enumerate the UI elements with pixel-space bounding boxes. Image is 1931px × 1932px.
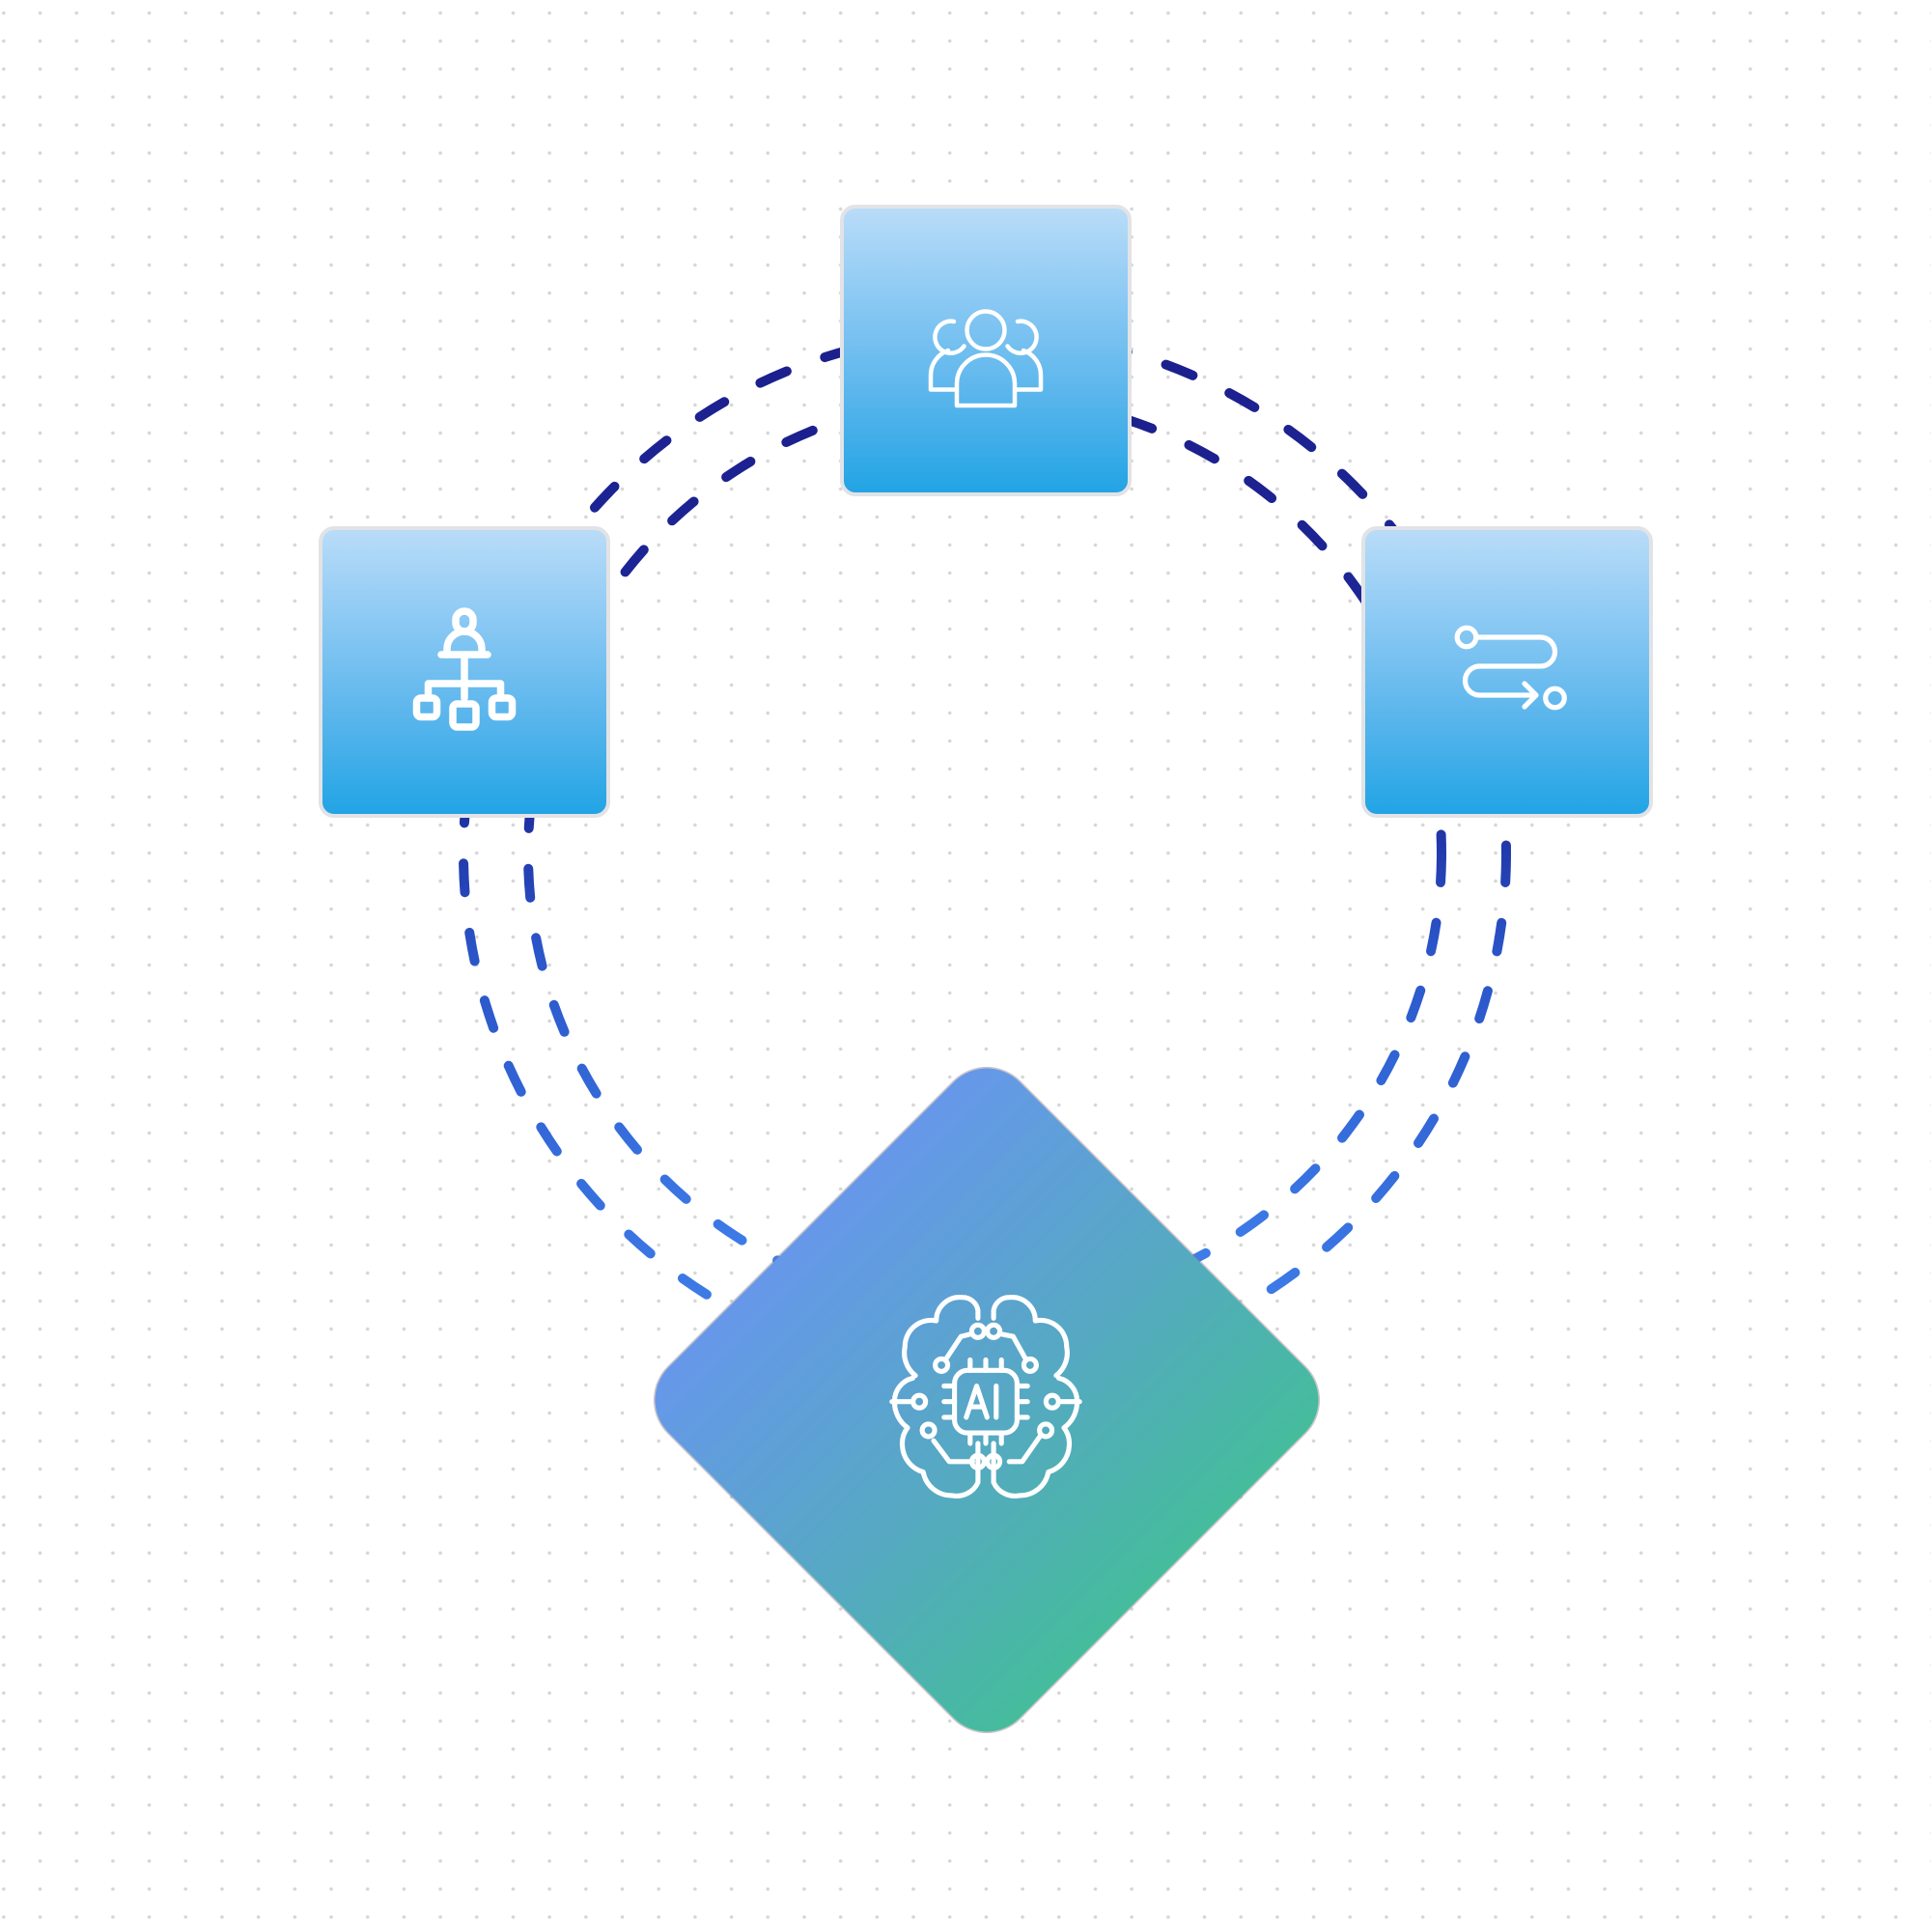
route-path-icon bbox=[1454, 625, 1567, 711]
org-chart-icon bbox=[412, 607, 517, 731]
org-node[interactable]: Organization hierarchy bbox=[319, 526, 610, 818]
team-node[interactable]: Team bbox=[840, 205, 1132, 496]
users-group-icon bbox=[928, 309, 1044, 408]
ai-brain-chip-icon bbox=[889, 1295, 1082, 1498]
flow-node[interactable]: Workflow route bbox=[1361, 526, 1653, 818]
